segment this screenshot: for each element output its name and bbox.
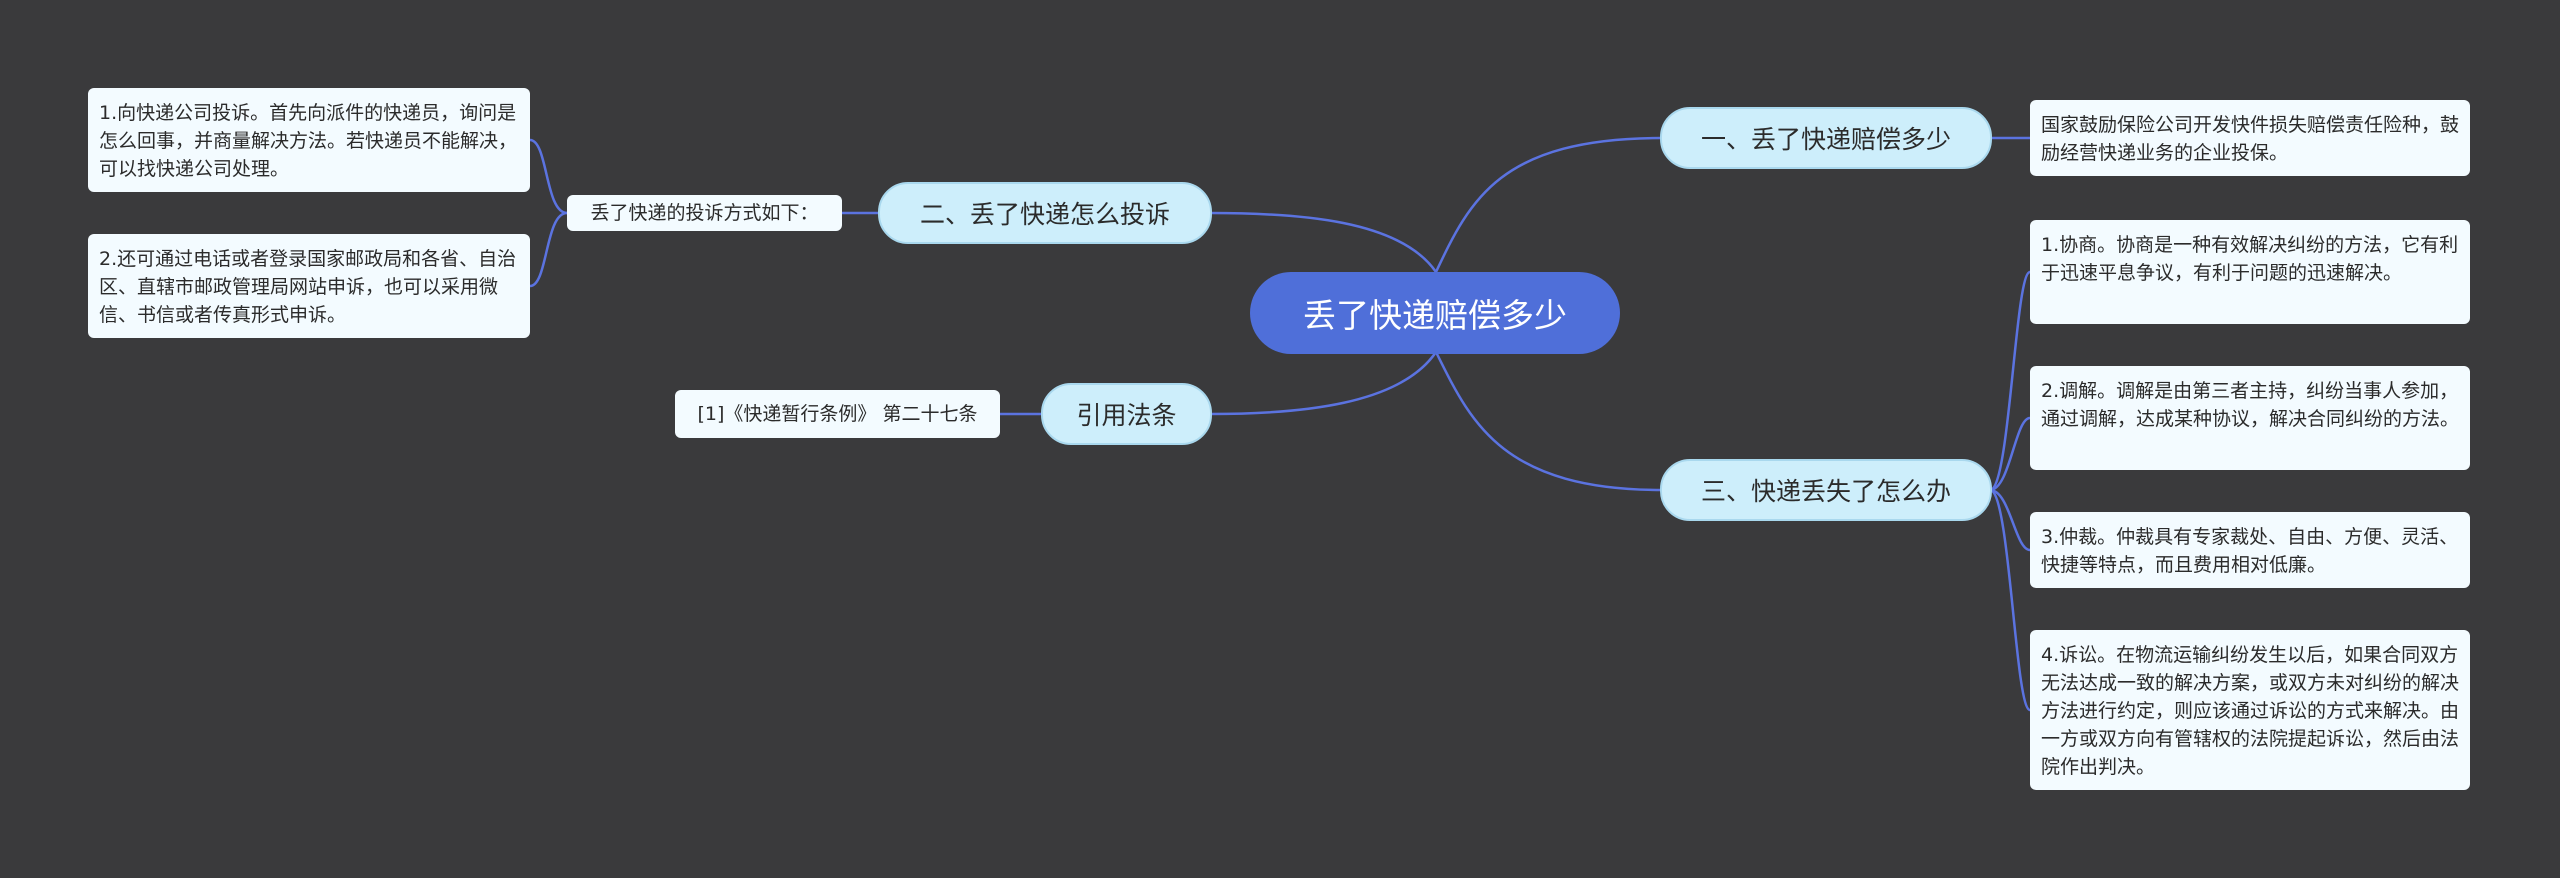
branch-node-1[interactable]: 一、丢了快递赔偿多少 (1660, 107, 1992, 169)
leaf-text: [1]《快递暂行条例》 第二十七条 (697, 403, 978, 425)
leaf-text: 国家鼓励保险公司开发快件损失赔偿责任险种，鼓励经营快递业务的企业投保。 (2041, 114, 2460, 164)
connector-branch-3-leaf-3 (1989, 488, 2031, 552)
leaf-node[interactable]: 国家鼓励保险公司开发快件损失赔偿责任险种，鼓励经营快递业务的企业投保。 (2030, 100, 2470, 176)
sub-label: 丢了快递的投诉方式如下： (590, 202, 819, 224)
connector-sub-leaf-2 (529, 211, 568, 288)
connector-root-branch-3 (1434, 351, 1663, 492)
leaf-text: 1.协商。协商是一种有效解决纠纷的方法，它有利于迅速平息争议，有利于问题的迅速解… (2041, 234, 2459, 284)
leaf-node[interactable]: 3.仲裁。仲裁具有专家裁处、自由、方便、灵活、快捷等特点，而且费用相对低廉。 (2030, 512, 2470, 588)
branch-label: 二、丢了快递怎么投诉 (919, 200, 1170, 229)
leaf-text: 4.诉讼。在物流运输纠纷发生以后，如果合同双方无法达成一致的解决方案，或双方未对… (2041, 644, 2460, 778)
branch-label: 三、快递丢失了怎么办 (1700, 477, 1951, 506)
leaf-node[interactable]: 2.还可通过电话或者登录国家邮政局和各省、自治区、直辖市邮政管理局网站申诉，也可… (88, 234, 530, 338)
leaf-node[interactable]: 1.协商。协商是一种有效解决纠纷的方法，它有利于迅速平息争议，有利于问题的迅速解… (2030, 220, 2470, 324)
connector-branch-3-leaf-2 (1989, 416, 2031, 492)
leaf-node[interactable]: 1.向快递公司投诉。首先向派件的快递员，询问是怎么回事，并商量解决方法。若快递员… (88, 88, 530, 192)
connector-root-branch-2 (1209, 211, 1438, 273)
branch-node-3[interactable]: 三、快递丢失了怎么办 (1660, 459, 1992, 521)
branch-label: 引用法条 (1076, 401, 1177, 430)
leaf-text: 1.向快递公司投诉。首先向派件的快递员，询问是怎么回事，并商量解决方法。若快递员… (99, 102, 518, 180)
connector-root-branch-4 (1209, 351, 1438, 416)
root-label: 丢了快递赔偿多少 (1303, 296, 1567, 335)
root-node[interactable]: 丢了快递赔偿多少 (1250, 272, 1620, 354)
connector-root-branch-1 (1434, 136, 1663, 273)
connector-branch-3-leaf-4 (1989, 488, 2032, 712)
connector-branch-3-leaf-1 (1989, 270, 2032, 492)
branch-node-4[interactable]: 引用法条 (1041, 383, 1212, 445)
sub-node[interactable]: 丢了快递的投诉方式如下： (567, 195, 842, 231)
branch-node-2[interactable]: 二、丢了快递怎么投诉 (878, 182, 1212, 244)
connector-sub-leaf-1 (529, 138, 568, 215)
leaf-node[interactable]: 2.调解。调解是由第三者主持，纠纷当事人参加，通过调解，达成某种协议，解决合同纠… (2030, 366, 2470, 470)
branch-label: 一、丢了快递赔偿多少 (1700, 125, 1951, 154)
leaf-text: 2.调解。调解是由第三者主持，纠纷当事人参加，通过调解，达成某种协议，解决合同纠… (2041, 380, 2460, 430)
leaf-text: 3.仲裁。仲裁具有专家裁处、自由、方便、灵活、快捷等特点，而且费用相对低廉。 (2041, 526, 2459, 576)
leaf-node[interactable]: [1]《快递暂行条例》 第二十七条 (675, 390, 1000, 438)
leaf-node[interactable]: 4.诉讼。在物流运输纠纷发生以后，如果合同双方无法达成一致的解决方案，或双方未对… (2030, 630, 2470, 790)
leaf-text: 2.还可通过电话或者登录国家邮政局和各省、自治区、直辖市邮政管理局网站申诉，也可… (99, 248, 517, 326)
